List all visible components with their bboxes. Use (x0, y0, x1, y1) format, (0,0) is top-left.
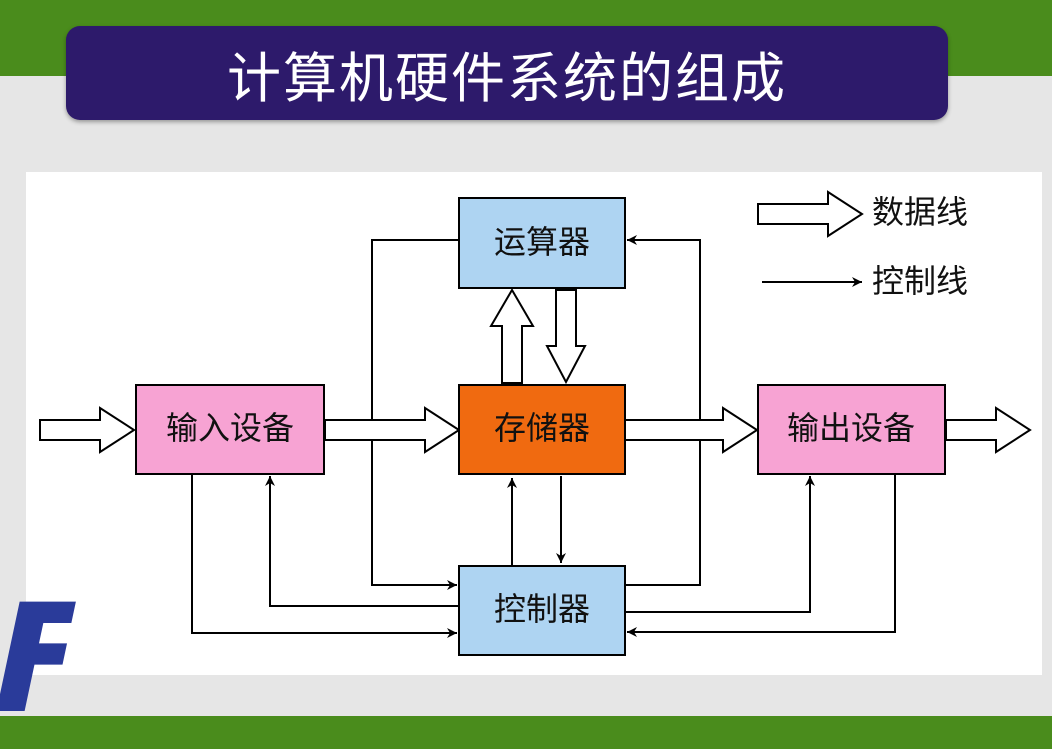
title-banner: 计算机硬件系统的组成 (66, 26, 948, 120)
memory-box (458, 384, 626, 475)
alu-box (458, 197, 626, 289)
control-line-alu-to-controller (371, 239, 459, 590)
data-arrow-alu-to-memory (545, 289, 587, 385)
control-line-controller-to-alu (625, 235, 701, 586)
data-arrow-from-output (945, 406, 1032, 454)
page-title: 计算机硬件系统的组成 (227, 46, 787, 110)
bottom-green-band (0, 716, 1052, 749)
control-line-controller-to-input (265, 476, 459, 607)
component-boxes (135, 197, 946, 656)
data-arrow-memory-to-output (624, 406, 759, 454)
input-device-box (135, 384, 325, 475)
control-line-output-to-controller (627, 474, 896, 637)
controller-label: 控制器 (494, 590, 590, 628)
memory-label: 存储器 (494, 409, 590, 447)
control-line-input-to-controller (191, 474, 457, 638)
legend-data-line-sample (757, 190, 864, 238)
control-lines (191, 235, 896, 638)
alu-label: 运算器 (494, 223, 590, 261)
legend-data-line-label: 数据线 (872, 193, 968, 231)
control-line-controller-to-output (625, 476, 815, 613)
data-lines (39, 190, 1032, 454)
input-device-label: 输入设备 (166, 409, 294, 447)
output-device-label: 输出设备 (787, 409, 915, 447)
output-device-box (757, 384, 946, 475)
data-arrow-memory-to-alu (489, 288, 535, 384)
data-arrow-input-to-memory (324, 406, 461, 454)
controller-box (458, 565, 626, 656)
data-arrow-into-input (39, 406, 136, 454)
legend-control-line-label: 控制线 (872, 262, 968, 300)
